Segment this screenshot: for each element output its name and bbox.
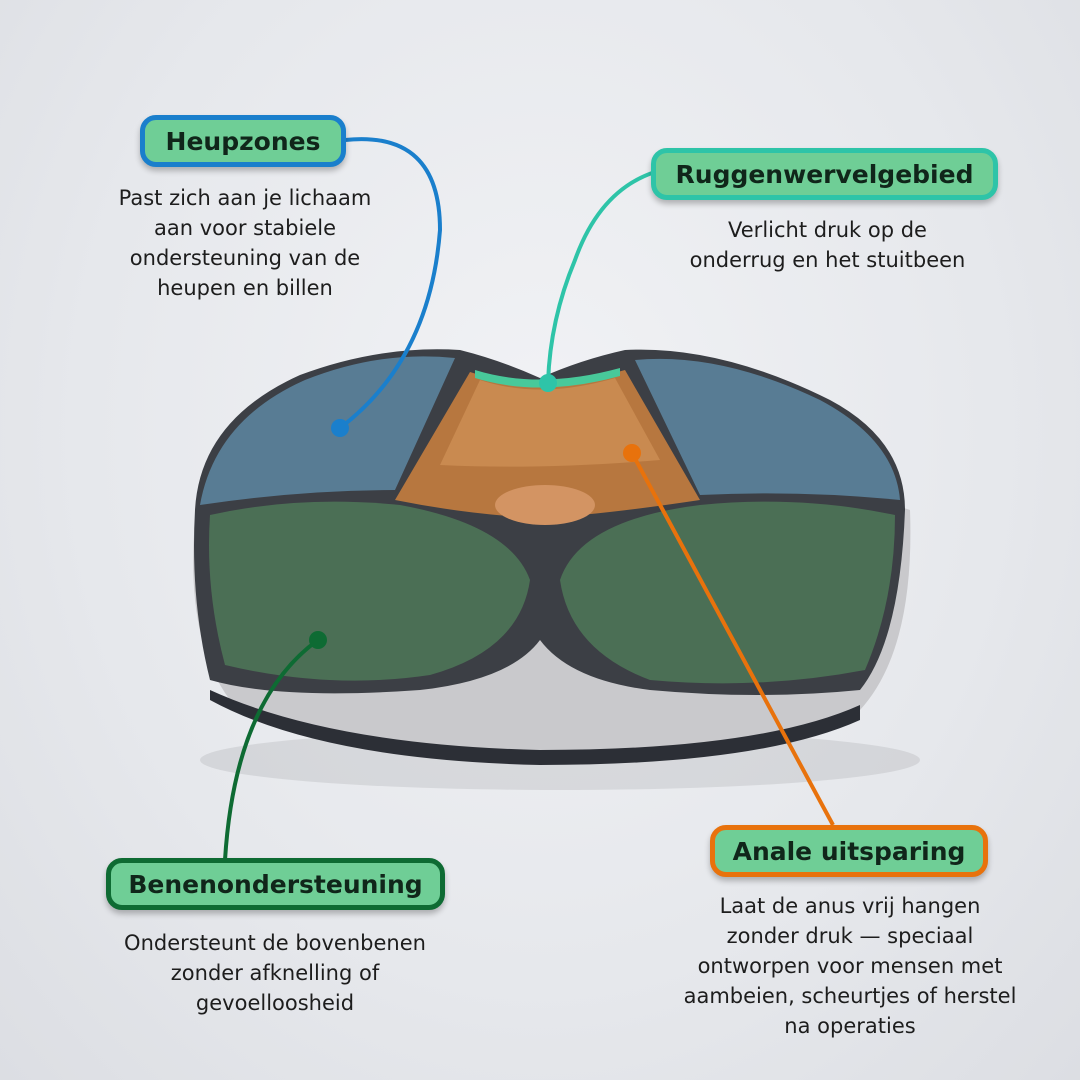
description-line: na operaties bbox=[784, 1014, 916, 1038]
callout-ruggenwervel-title: Ruggenwervelgebied bbox=[651, 148, 998, 200]
description-line: aambeien, scheurtjes of herstel bbox=[683, 984, 1017, 1008]
description-line: onderrug en het stuitbeen bbox=[689, 248, 966, 272]
callout-heupzones-title: Heupzones bbox=[140, 115, 346, 167]
description-line: Verlicht druk op de bbox=[728, 218, 927, 242]
callout-ruggenwervel-description: Verlicht druk op de onderrug en het stui… bbox=[650, 215, 1005, 275]
callout-benenondersteuning-description: Ondersteunt de bovenbenen zonder afknell… bbox=[90, 928, 460, 1018]
callout-anale-uitsparing-title: Anale uitsparing bbox=[710, 825, 988, 877]
description-line: zonder druk — speciaal bbox=[726, 924, 974, 948]
description-line: ontworpen voor mensen met bbox=[697, 954, 1003, 978]
description-line: zonder afknelling of bbox=[170, 961, 380, 985]
callout-anale-uitsparing-description: Laat de anus vrij hangen zonder druk — s… bbox=[655, 891, 1045, 1041]
description-line: heupen en billen bbox=[157, 276, 333, 300]
description-line: Ondersteunt de bovenbenen bbox=[124, 931, 426, 955]
description-line: Laat de anus vrij hangen bbox=[719, 894, 981, 918]
callout-heupzones-description: Past zich aan je lichaam aan voor stabie… bbox=[80, 183, 410, 303]
description-line: ondersteuning van de bbox=[129, 246, 361, 270]
description-line: gevoelloosheid bbox=[195, 991, 355, 1015]
callout-benenondersteuning-title: Benenondersteuning bbox=[106, 858, 445, 910]
description-line: aan voor stabiele bbox=[153, 216, 337, 240]
description-line: Past zich aan je lichaam bbox=[118, 186, 372, 210]
